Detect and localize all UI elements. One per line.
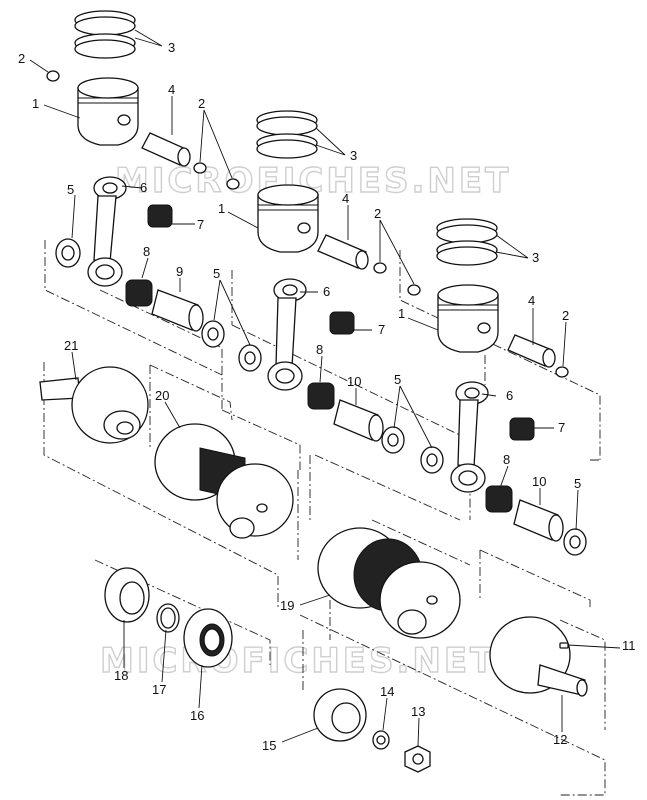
needle-bearing-small-2[interactable] [329,311,355,335]
callout-4: 4 [168,82,175,97]
callout-20: 20 [155,388,169,403]
crank-pin-9[interactable] [151,289,204,332]
callout-12: 12 [553,732,567,747]
crank-web-20[interactable] [154,423,294,539]
key-11[interactable] [559,642,569,649]
crankshaft-end-21[interactable] [39,366,149,444]
callout-7: 7 [378,322,385,337]
crank-pin-10a[interactable] [333,399,384,442]
callout-1: 1 [398,306,405,321]
callout-5: 5 [213,266,220,281]
callout-14: 14 [380,684,394,699]
piston-3[interactable] [437,284,499,353]
washer-14[interactable] [372,730,390,750]
callout-13: 13 [411,704,425,719]
thrust-washer-3[interactable] [238,344,262,372]
connecting-rod-3[interactable] [450,381,489,493]
circlip-2[interactable] [193,162,207,174]
needle-bearing-small-1[interactable] [147,204,173,228]
callout-5: 5 [67,182,74,197]
callout-2: 2 [374,206,381,221]
callout-2: 2 [198,96,205,111]
callout-4: 4 [528,293,535,308]
bearing-18[interactable] [104,567,150,623]
callout-9: 9 [176,264,183,279]
needle-bearing-large-1[interactable] [125,279,153,307]
thrust-washer-2[interactable] [201,320,225,348]
callout-10: 10 [532,474,546,489]
callout-1: 1 [218,201,225,216]
piston-pin-1[interactable] [141,132,191,167]
needle-bearing-large-2[interactable] [307,382,335,410]
circlip-6[interactable] [555,366,569,378]
callout-8: 8 [316,342,323,357]
callout-labels: 3 2 1 4 2 3 5 6 1 4 7 2 3 8 9 5 4 6 1 2 … [18,40,636,753]
piston-ring-set-2[interactable] [256,110,318,159]
alignment-lines [43,240,606,796]
piston-pin-3[interactable] [507,334,556,368]
circlip-3[interactable] [226,178,240,190]
callout-19: 19 [280,598,294,613]
callout-7: 7 [558,420,565,435]
callout-2: 2 [562,308,569,323]
callout-3: 3 [168,40,175,55]
thrust-washer-4[interactable] [381,426,405,454]
callout-16: 16 [190,708,204,723]
crankshaft-end-12[interactable] [489,616,588,697]
thrust-washer-6[interactable] [563,528,587,556]
callout-3: 3 [350,148,357,163]
circlip-1[interactable] [46,70,60,82]
callout-2: 2 [18,51,25,66]
callout-11: 11 [622,638,636,653]
crank-pin-10b[interactable] [513,499,564,542]
callout-7: 7 [197,217,204,232]
callout-5: 5 [394,372,401,387]
piston-pin-2[interactable] [317,234,369,270]
piston-1[interactable] [77,77,139,146]
connecting-rod-1[interactable] [87,176,127,287]
crank-web-19[interactable] [317,527,461,639]
callout-6: 6 [323,284,330,299]
bearing-15[interactable] [313,688,367,742]
callout-6: 6 [506,388,513,403]
thrust-washer-1[interactable] [55,238,81,268]
circlip-4[interactable] [373,262,387,274]
needle-bearing-small-3[interactable] [509,417,535,441]
watermark-bottom: MICROFICHES.NET [100,641,496,681]
thrust-washer-5[interactable] [420,446,444,474]
callout-8: 8 [143,244,150,259]
callout-10: 10 [347,374,361,389]
piston-2[interactable] [257,184,319,253]
callout-8: 8 [503,452,510,467]
callout-4: 4 [342,191,349,206]
callout-21: 21 [64,338,78,353]
callout-6: 6 [140,180,147,195]
ring-17[interactable] [156,603,180,633]
needle-bearing-large-3[interactable] [485,485,513,513]
nut-13[interactable] [404,745,431,773]
callout-18: 18 [114,668,128,683]
callout-5: 5 [574,476,581,491]
bearing-16[interactable] [183,608,233,668]
callout-15: 15 [262,738,276,753]
circlip-5[interactable] [407,284,421,296]
callout-17: 17 [152,682,166,697]
callout-3: 3 [532,250,539,265]
connecting-rod-2[interactable] [267,278,307,391]
piston-ring-set-3[interactable] [436,218,498,266]
callout-1: 1 [32,96,39,111]
piston-ring-set-1[interactable] [74,10,136,59]
leader-lines [29,29,621,747]
